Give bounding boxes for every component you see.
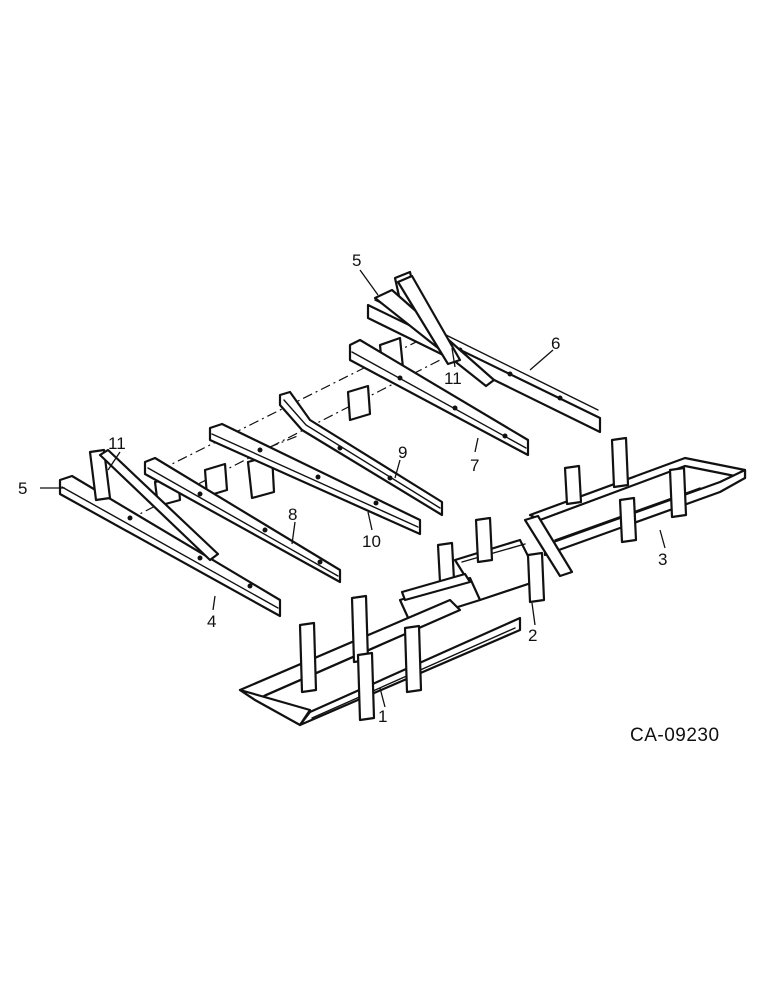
part-3-rear-section xyxy=(523,436,747,578)
callout-2: 2 xyxy=(528,626,537,645)
part-10-frame-rail xyxy=(208,422,422,536)
callout-1: 1 xyxy=(378,707,387,726)
callout-5-upper: 5 xyxy=(352,251,361,270)
part-4-left-rail xyxy=(58,448,282,618)
part-6-right-rail xyxy=(366,270,602,434)
figure-code: CA-09230 xyxy=(630,725,720,746)
callout-11-left: 11 xyxy=(108,434,126,453)
callout-8: 8 xyxy=(288,505,297,524)
leader-lines xyxy=(40,269,666,708)
callout-7: 7 xyxy=(470,456,479,475)
callout-3: 3 xyxy=(658,550,667,569)
callout-5-left: 5 xyxy=(18,479,27,498)
callout-9: 9 xyxy=(398,443,407,462)
part-7-frame-rail xyxy=(348,338,530,457)
part-1-front-section xyxy=(238,594,522,727)
part-11-left-brace xyxy=(98,448,220,562)
callout-10: 10 xyxy=(362,532,381,551)
callout-11-upper: 11 xyxy=(444,369,462,388)
part-9-bent-rail xyxy=(278,390,444,517)
part-2-center-section xyxy=(398,516,546,624)
part-11-upper-brace xyxy=(373,274,496,388)
callout-6: 6 xyxy=(551,334,560,353)
callout-4: 4 xyxy=(207,612,216,631)
callouts: 5 11 6 7 9 10 8 11 5 4 2 3 1 xyxy=(18,251,667,726)
part-8-frame-rail xyxy=(143,456,342,584)
